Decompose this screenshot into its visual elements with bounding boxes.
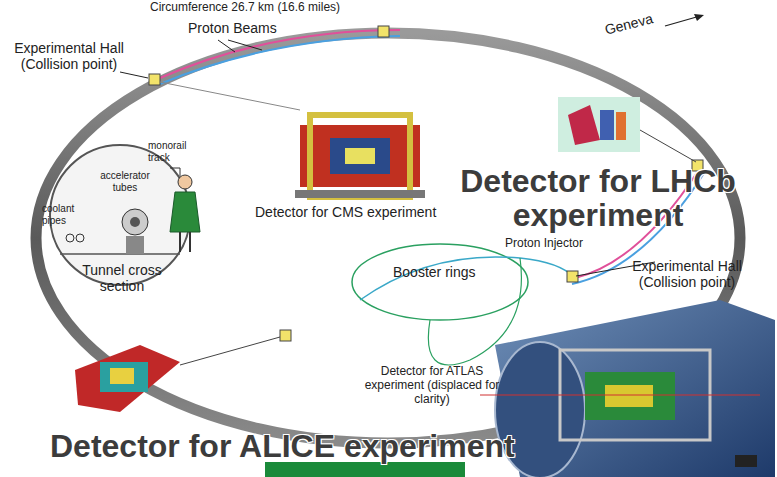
logo-strip — [265, 462, 465, 477]
part-label: monorail track — [148, 140, 196, 163]
detector-title: Detector for ALICE experiment — [50, 430, 750, 464]
alice-detector — [75, 345, 180, 412]
injector-line — [360, 257, 575, 300]
proton-beam — [160, 36, 400, 84]
lhc-ring — [36, 33, 740, 443]
detector-label: Detector for CMS experiment — [255, 204, 475, 220]
part-label: accelerator tubes — [90, 170, 160, 193]
detector-label: Detector for ATLAS experiment (displaced… — [362, 365, 502, 406]
hall-label: Experimental Hall (Collision point) — [4, 40, 134, 72]
callout-line — [180, 337, 280, 365]
direction-label: Geneva — [603, 5, 675, 38]
ring-dimension: Circumference 26.7 km (16.6 miles) — [150, 1, 410, 15]
callout-line — [160, 82, 300, 110]
beam-label: Proton Beams — [188, 20, 298, 36]
part-label: coolant pipes — [42, 203, 87, 226]
lhcb-detector — [558, 97, 640, 152]
hall-label: Experimental Hall (Collision point) — [612, 258, 762, 290]
booster-label: Booster rings — [393, 264, 503, 280]
direction-arrow — [665, 16, 700, 26]
detector-title: Detector for LHCb experiment — [423, 165, 773, 232]
cms-detector — [295, 115, 425, 198]
injector-label: Proton Injector — [505, 237, 615, 251]
booster-ring — [352, 244, 528, 320]
atlas-detector — [480, 300, 775, 477]
section-label: Tunnel cross section — [62, 262, 182, 294]
leader-line — [120, 72, 148, 78]
arrow-head — [694, 14, 704, 21]
callout-line — [640, 130, 696, 162]
leader-line — [228, 40, 262, 50]
